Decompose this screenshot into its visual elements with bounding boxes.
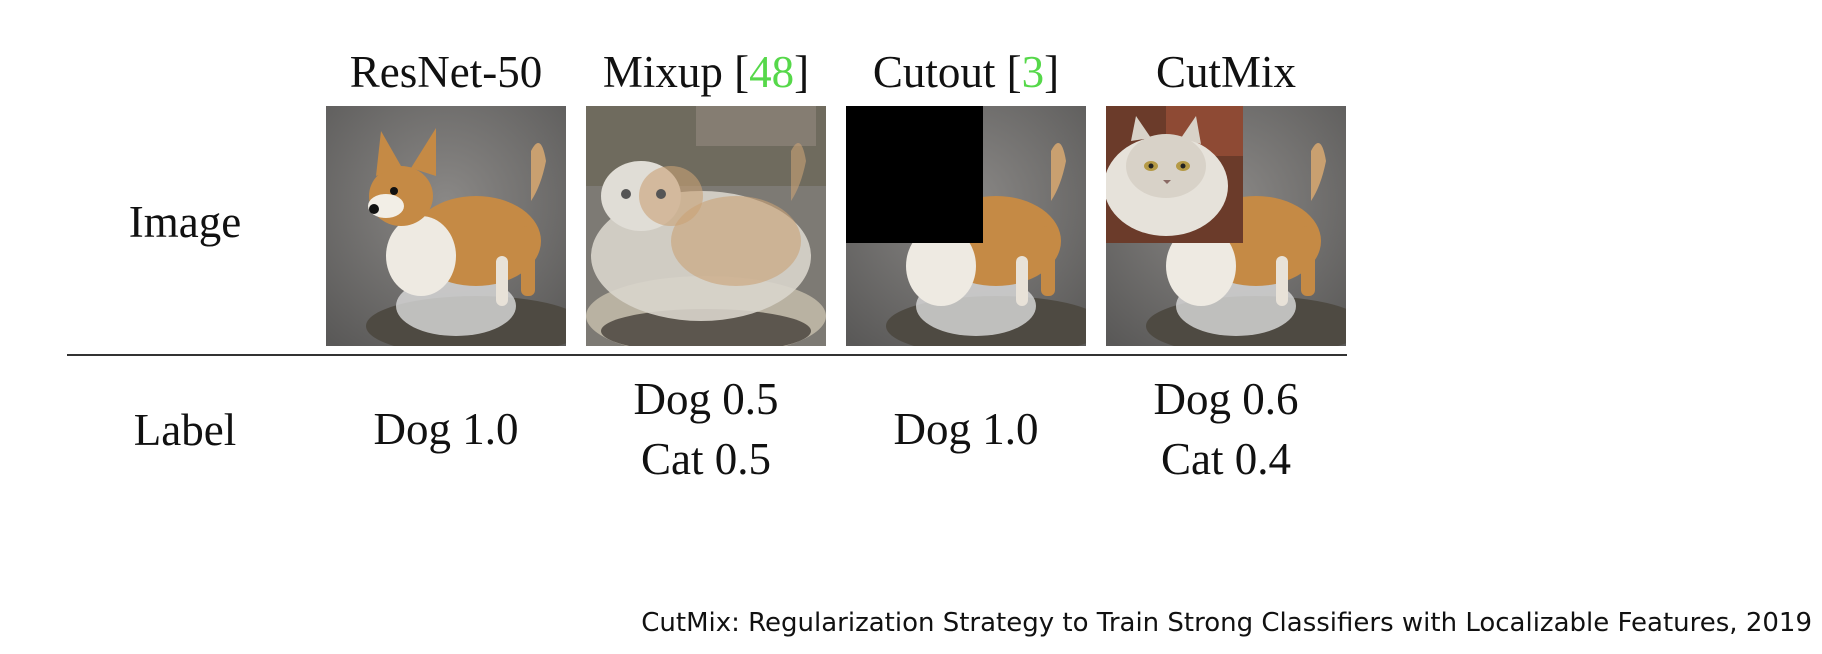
mixup-image: [586, 106, 826, 346]
header-text: Mixup [: [602, 47, 750, 97]
header-text: ResNet-50: [349, 47, 543, 97]
header-bracket: ]: [794, 47, 810, 97]
table-divider: [67, 354, 1347, 356]
label-resnet50: Dog 1.0: [326, 399, 566, 459]
header-text: CutMix: [1155, 47, 1297, 97]
cat-patch: [1106, 106, 1243, 243]
label-cutout: Dog 1.0: [846, 399, 1086, 459]
label-line: Cat 0.4: [1161, 434, 1291, 484]
label-line: Cat 0.5: [641, 434, 771, 484]
cutout-mask: [846, 106, 983, 243]
reference-link[interactable]: 48: [749, 47, 795, 97]
label-line: Dog 0.5: [633, 374, 779, 424]
image-cutout: [846, 106, 1086, 346]
cutout-image: [846, 106, 1086, 346]
header-cutmix: CutMix: [1106, 46, 1346, 98]
header-bracket: ]: [1044, 47, 1060, 97]
label-line: Dog 1.0: [893, 404, 1039, 454]
label-cutmix: Dog 0.6 Cat 0.4: [1106, 369, 1346, 489]
row-label-image: Image: [128, 197, 242, 247]
header-resnet50: ResNet-50: [326, 46, 566, 98]
header-mixup: Mixup [48]: [586, 46, 826, 98]
image-mixup: [586, 106, 826, 346]
corgi-image: [326, 106, 566, 346]
row-label-label: Label: [133, 405, 237, 455]
label-line: Dog 1.0: [373, 404, 519, 454]
reference-link[interactable]: 3: [1021, 47, 1045, 97]
header-cutout: Cutout [3]: [846, 46, 1086, 98]
image-resnet50: [326, 106, 566, 346]
header-text: Cutout [: [872, 47, 1022, 97]
cutmix-image: [1106, 106, 1346, 346]
image-cutmix: [1106, 106, 1346, 346]
label-line: Dog 0.6: [1153, 374, 1299, 424]
citation: CutMix: Regularization Strategy to Train…: [641, 608, 1812, 638]
label-mixup: Dog 0.5 Cat 0.5: [586, 369, 826, 489]
